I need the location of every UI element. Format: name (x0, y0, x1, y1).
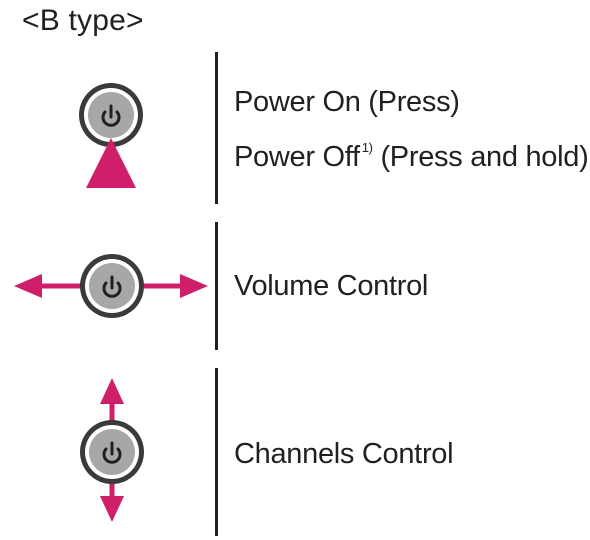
label-volume-control: Volume Control (234, 270, 429, 302)
right-arrow-icon (144, 274, 208, 298)
left-arrow-icon (14, 274, 84, 298)
divider-channels (215, 368, 218, 536)
up-arrow-icon (100, 378, 124, 424)
press-arrow-icon (86, 138, 136, 188)
footnote-marker: 1) (361, 140, 373, 155)
channels-gesture-diagram (80, 378, 144, 522)
label-channels-control: Channels Control (234, 438, 454, 470)
power-button-icon (79, 83, 143, 147)
down-arrow-icon (100, 480, 124, 522)
power-button-icon (80, 420, 144, 484)
power-button-icon (80, 254, 144, 318)
divider-volume (215, 222, 218, 350)
label-power-on: Power On (Press) (234, 86, 460, 118)
divider-power (215, 52, 218, 204)
page-title: <B type> (22, 4, 144, 37)
power-gesture-diagram (79, 83, 143, 188)
volume-gesture-diagram (14, 254, 208, 318)
